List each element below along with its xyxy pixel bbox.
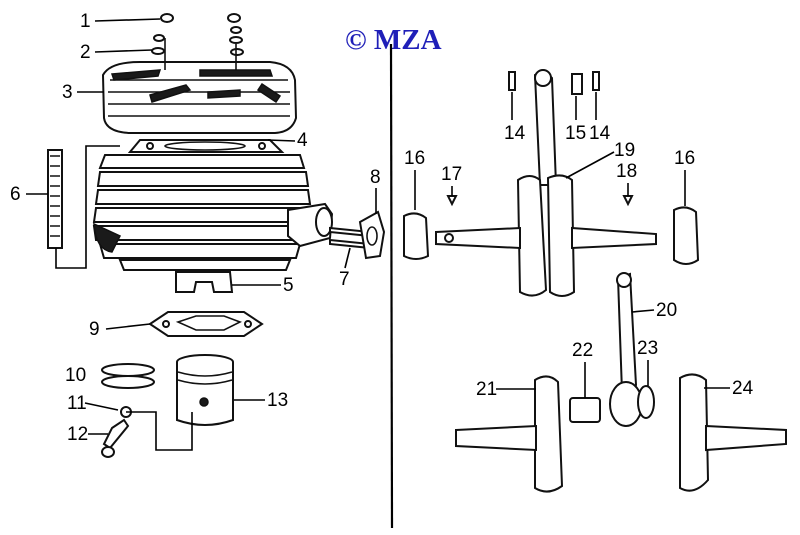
- crank-half-right: [679, 373, 787, 492]
- head-gasket: [127, 139, 285, 153]
- crank-small-parts: [508, 71, 600, 95]
- cylinder-barrel: [92, 154, 334, 293]
- callout-24: 24: [732, 378, 754, 399]
- piston-pin-parts: [101, 406, 193, 458]
- callout-1: 1: [80, 11, 91, 32]
- crankshaft-group: [403, 69, 787, 493]
- callout-14b: 14: [589, 123, 611, 144]
- callout-15: 15: [565, 123, 586, 144]
- callout-20: 20: [656, 300, 677, 321]
- callout-21: 21: [476, 379, 497, 400]
- cylinder-head: [101, 38, 298, 134]
- needle-bearing: [637, 385, 655, 419]
- callouts: 1 2 3 4 5 6 7 8 9 10 11 12 13 14 15 14 1…: [10, 11, 754, 445]
- callout-7: 7: [339, 269, 350, 290]
- callout-13: 13: [267, 390, 288, 411]
- piston: [176, 354, 234, 426]
- callout-23: 23: [637, 338, 658, 359]
- main-bearings: [403, 206, 700, 265]
- callout-10: 10: [65, 365, 86, 386]
- callout-6: 6: [10, 184, 21, 205]
- divider-line: [389, 43, 394, 529]
- cylinder-group: [47, 13, 386, 458]
- callout-14a: 14: [504, 123, 526, 144]
- head-nuts: [151, 13, 244, 56]
- callout-11: 11: [67, 393, 87, 414]
- callout-5: 5: [283, 275, 294, 296]
- cylinder-cover: [47, 145, 120, 269]
- callout-4: 4: [297, 130, 308, 151]
- callout-8: 8: [370, 167, 381, 188]
- exhaust-gasket: [358, 210, 386, 260]
- callout-3: 3: [62, 82, 73, 103]
- copyright-text: © MZA: [345, 24, 442, 56]
- callout-17: 17: [441, 164, 462, 185]
- crankshaft-assembly: [435, 69, 657, 297]
- base-gasket: [148, 311, 264, 337]
- crank-pin: [569, 397, 601, 423]
- callout-16b: 16: [674, 148, 695, 169]
- callout-19: 19: [614, 140, 635, 161]
- callout-22: 22: [572, 340, 593, 361]
- callout-9: 9: [89, 319, 100, 340]
- callout-16a: 16: [404, 148, 425, 169]
- callout-2: 2: [80, 42, 91, 63]
- piston-rings: [101, 363, 155, 389]
- connecting-rod: [609, 272, 643, 427]
- callout-12: 12: [67, 424, 88, 445]
- callout-18: 18: [616, 161, 637, 182]
- crank-half-left: [455, 375, 564, 493]
